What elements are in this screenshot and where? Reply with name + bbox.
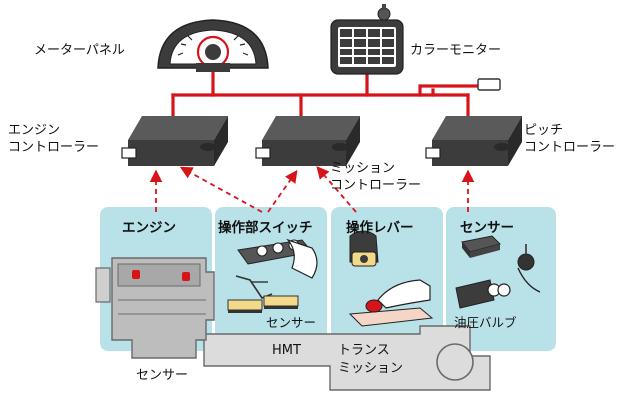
label-color-monitor: カラーモニター (410, 43, 502, 58)
label-pitch-controller-line2: コントローラー (524, 140, 616, 155)
label-engine-controller-line1: エンジン (8, 123, 61, 138)
label-hydraulic-valve: 油圧バルブ (454, 315, 517, 330)
operation-lever-icon (348, 230, 434, 327)
engine-controller-icon (121, 116, 228, 166)
label-switch-sensor: センサー (266, 315, 317, 330)
arrow-lever-to-mission-controller (316, 166, 357, 213)
label-engine-controller-line2: コントローラー (8, 140, 100, 155)
panel-title-engine: エンジン (122, 220, 176, 236)
meter-panel-icon (157, 19, 269, 72)
hydraulic-valve-icon (455, 279, 511, 309)
connector-plug (477, 78, 501, 91)
transmission-housing-icon (203, 325, 491, 391)
signal-arrows (149, 166, 475, 213)
switch-sensor-icon (227, 275, 299, 313)
panel-title-operation-lever: 操作レバー (346, 220, 414, 236)
can-bus-network (171, 70, 480, 120)
pitch-sensor-icon (461, 235, 541, 293)
label-engine-sensor: センサー (136, 368, 189, 383)
mission-controller-icon (255, 116, 360, 166)
label-transmission-line2: ミッション (338, 361, 404, 376)
operation-switch-icon (237, 238, 318, 279)
panel-title-sensor: センサー (460, 220, 514, 236)
arrow-switch-to-mission-controller (267, 169, 298, 213)
color-monitor-icon (330, 4, 404, 75)
panel-title-operation-switch: 操作部スイッチ (218, 220, 313, 236)
label-pitch-controller-line1: ピッチ (524, 123, 564, 138)
label-hmt: HMT (272, 343, 301, 358)
label-meter-panel: メーターパネル (34, 43, 125, 58)
label-mission-controller-line2: コントローラー (330, 178, 422, 193)
label-mission-controller-line1: ミッション (330, 161, 396, 176)
pitch-controller-icon (425, 116, 522, 166)
arrow-switch-to-engine-controller (179, 166, 263, 213)
label-transmission-line1: トランス (338, 343, 390, 358)
engine-block-icon (95, 257, 215, 359)
